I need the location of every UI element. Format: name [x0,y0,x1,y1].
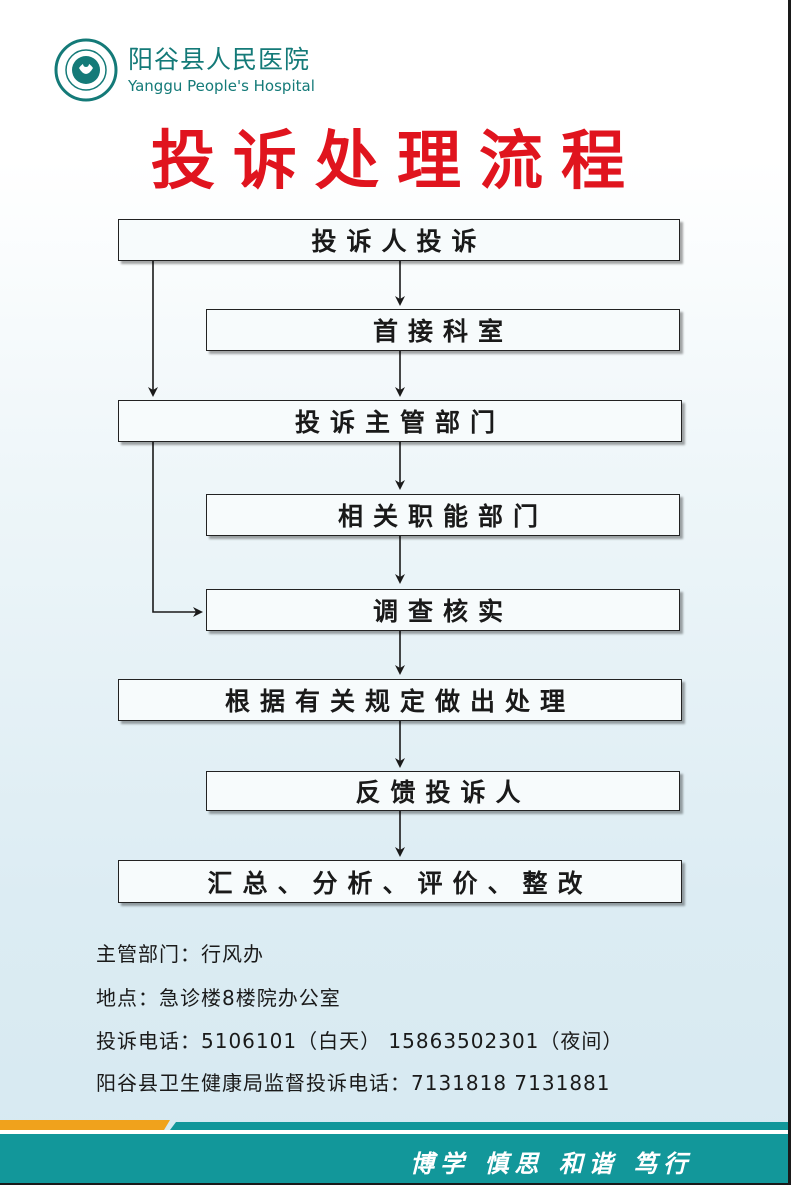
flow-step-first-department: 首接科室 [206,309,680,351]
info-location: 地点：急诊楼8楼院办公室 [96,986,341,1010]
footer-orange-stripe [0,1120,170,1130]
footer-bands [0,1120,788,1183]
hospital-logo-seal [54,38,118,102]
flow-step-feedback: 反馈投诉人 [206,771,680,811]
flow-step-summary: 汇总、分析、评价、整改 [118,860,682,903]
flow-step-complaint-dept: 投诉主管部门 [118,400,682,442]
footer-slogan: 博学 慎思 和谐 笃行 [410,1149,694,1178]
flow-step-complainant: 投诉人投诉 [118,219,680,261]
flow-connectors [148,260,405,857]
bypass-arrow-3-5 [152,442,203,617]
flow-step-investigation: 调查核实 [206,589,680,631]
info-supervise-phone: 阳谷县卫生健康局监督投诉电话：7131818 7131881 [96,1071,611,1095]
info-phone: 投诉电话：5106101（白天） 15863502301（夜间） [96,1029,624,1053]
page-title: 投诉处理流程 [151,124,643,199]
footer-teal-band [0,1134,788,1183]
flow-step-handling: 根据有关规定做出处理 [118,679,682,721]
info-department: 主管部门：行风办 [96,942,264,966]
hospital-name-en: Yanggu People's Hospital [128,77,315,95]
footer-teal-stripe [170,1122,788,1130]
flow-step-functional-dept: 相关职能部门 [206,494,680,536]
hospital-name-cn: 阳谷县人民医院 [128,45,311,74]
footer-white-slash [0,1130,788,1134]
